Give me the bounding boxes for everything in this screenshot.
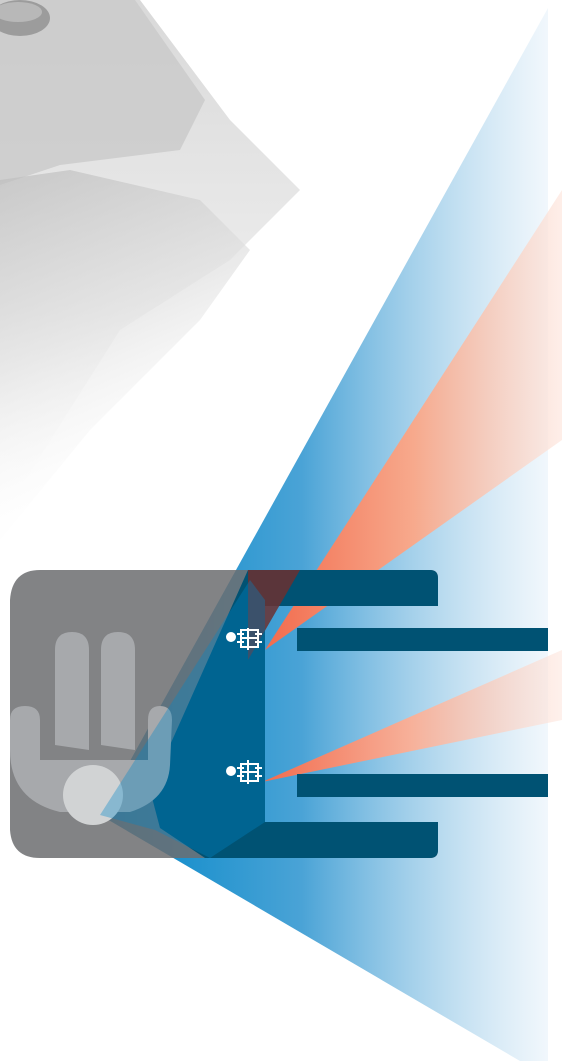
surface-background bbox=[0, 0, 300, 540]
sensor-bar-upper bbox=[297, 628, 548, 651]
sensor-bar-lower bbox=[297, 774, 548, 797]
